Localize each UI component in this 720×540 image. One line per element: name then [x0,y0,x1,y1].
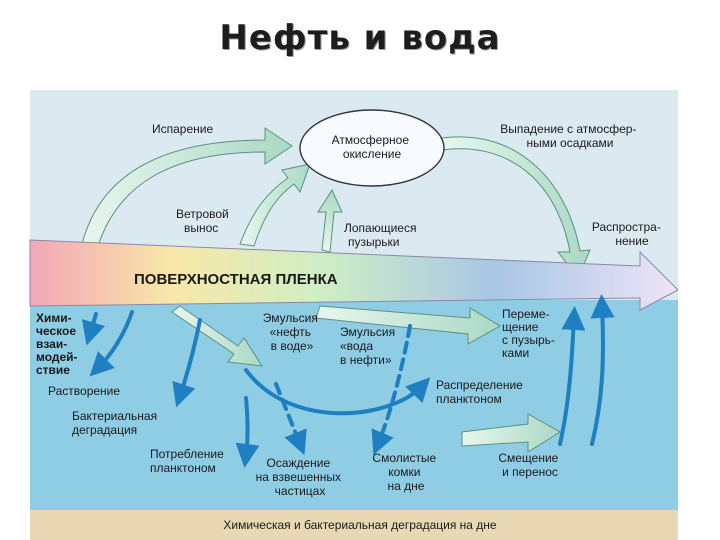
bacterial-arrow [172,318,202,408]
bubbles-arrow [317,188,343,253]
slide-title: Нефть и вода [219,18,501,58]
plankton-distribution-arrow [244,368,431,416]
label-bacterial: Бактериальная деградация [72,409,160,437]
label-fallout: Выпадение с атмосфер- ными осадками [500,122,640,150]
label-displacement: Смещение и перенос [498,451,561,479]
emulsion-oil-water-arrow [171,305,263,367]
label-bubbles: Лопающиеся пузырьки [344,221,420,249]
label-plankton-distribution: Распределение планктоном [436,378,526,406]
label-evaporation: Испарение [152,122,213,136]
label-bubble-transfer: Переме- щение с пузырь- ками [502,307,558,360]
label-tar-balls: Смолистые комки на дне [372,451,439,493]
label-chemical: Хими- ческое взаи- модей- ствие [36,311,81,377]
label-bottom: Химическая и бактериальная деградация на… [223,518,497,532]
seabed-panel [30,510,678,540]
upward-arrow-right [590,294,615,446]
water-panel [30,300,678,510]
label-plankton-consumption: Потребление планктоном [150,447,227,475]
dissolution-arrow [89,310,134,377]
label-atmo-oxidation: Атмосферное окисление [332,133,413,161]
chemical-arrow [81,312,105,346]
label-sedimentation: Осаждение на взвешенных частицах [256,456,345,498]
tar-balls-arrow [371,324,412,456]
labels: Испарение Атмосферное окисление Выпадени… [36,122,664,532]
label-wind: Ветровой вынос [176,207,232,235]
label-emulsion-water-oil: Эмульсия «вода в нефти» [340,325,398,367]
bubble-transfer-arrow [315,305,501,345]
label-surface-film: ПОВЕРХНОСТНАЯ ПЛЕНКА [134,271,338,288]
plankton-consumption-arrow [235,396,260,468]
evaporation-arrow [81,127,293,247]
label-dissolution: Растворение [48,384,120,398]
atmosphere-ellipse [299,109,445,187]
upward-arrow-left [558,306,586,446]
displacement-arrow [461,413,561,453]
label-spreading: Распростра- нение [592,220,664,248]
sedimentation-arrow [274,382,307,456]
surface-film-arrow [29,239,679,311]
label-emulsion-oil-water: Эмульсия «нефть в воде» [263,311,321,353]
